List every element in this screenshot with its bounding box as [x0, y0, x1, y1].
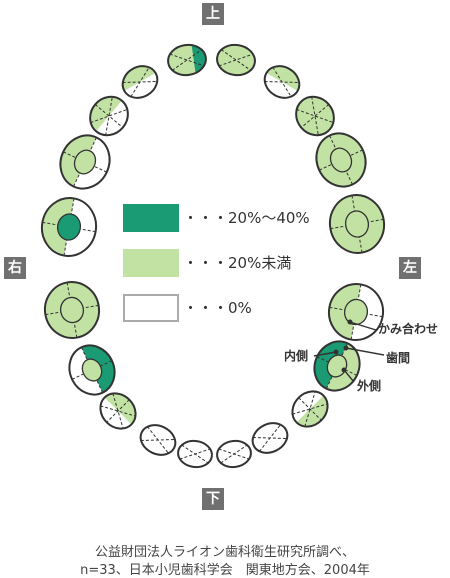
tooth-lower-lateral-right [135, 419, 181, 461]
tooth-lower-molar2-left [324, 279, 388, 345]
pointer-inner [313, 351, 337, 357]
tooth-upper-canine-left [288, 89, 342, 143]
tooth-upper-central-right [166, 42, 208, 78]
pointer-interproximal-dot [343, 345, 349, 351]
tooth-lower-central-right [176, 438, 214, 470]
tooth-lower-canine-left [285, 384, 335, 434]
annotation-inner: 内側 [284, 349, 309, 363]
pointer-occlusal [349, 321, 377, 331]
source-line-1: 公益財団法人ライオン歯科衛生研究所調べ、 [94, 545, 355, 560]
legend-label-zero: ・・・0% [183, 299, 252, 317]
tooth-upper-lateral-left [258, 60, 306, 104]
legend-label-high: ・・・20%〜40% [183, 209, 310, 227]
pointer-interproximal [345, 347, 385, 356]
tooth-lower-central-left [215, 438, 253, 470]
tooth-upper-canine-right [82, 89, 136, 143]
tooth-lower-canine-right [93, 386, 143, 436]
source-line-2: n=33、日本小児歯科学会 関東地方会、2004年 [80, 563, 370, 578]
tooth-upper-lateral-right [116, 60, 164, 104]
pointer-inner-dot [333, 349, 339, 355]
pointer-occlusal-dot [347, 319, 353, 325]
tooth-lower-lateral-left [247, 417, 293, 459]
annotation-occlusal: かみ合わせ [378, 322, 439, 336]
pointer-outer [343, 369, 355, 383]
annotation-pointers [313, 319, 385, 383]
label-lower: 下 [202, 488, 224, 510]
label-patient-left: 左 [399, 257, 421, 279]
tooth-upper-molar1-left [307, 125, 375, 195]
legend-label-low: ・・・20%未満 [183, 254, 292, 272]
tooth-lower-molar2-right [40, 277, 104, 343]
pointer-outer-dot [341, 367, 347, 373]
legend-swatch-zero [123, 294, 179, 322]
label-patient-right: 右 [4, 257, 26, 279]
tooth-upper-molar2-left [325, 190, 389, 258]
legend-swatch-high [123, 204, 179, 232]
tooth-upper-central-left [215, 42, 257, 78]
tooth-lower-molar1-right [61, 338, 123, 402]
teeth-group [37, 42, 389, 470]
annotation-outer: 外側 [357, 379, 382, 393]
label-upper: 上 [202, 3, 224, 25]
tooth-upper-molar2-right [37, 193, 101, 261]
annotation-interproximal: 歯間 [386, 351, 411, 365]
legend-swatch-low [123, 249, 179, 277]
tooth-upper-molar1-right [51, 127, 119, 197]
